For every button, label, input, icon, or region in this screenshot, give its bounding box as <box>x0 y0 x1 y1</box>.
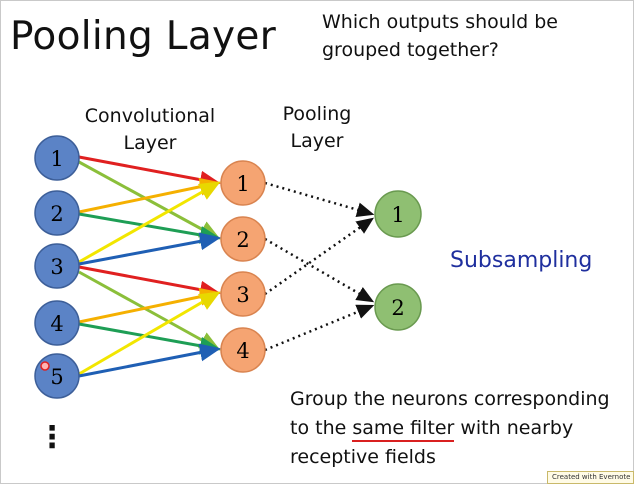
input-node-4-label: 4 <box>50 312 63 336</box>
edge-in1-conv2 <box>78 160 221 240</box>
edge-in2-conv1 <box>78 177 221 214</box>
grouping-explanation: Group the neurons corresponding to the s… <box>290 385 630 472</box>
slide-question: Which outputs should be grouped together… <box>322 11 558 61</box>
conv-node-4-label: 4 <box>236 339 249 363</box>
pooling-layer-label: Pooling Layer <box>282 103 352 152</box>
convolutional-layer-label: Convolutional Layer <box>84 105 216 154</box>
pool-nodes: 1 2 <box>374 190 422 331</box>
same-filter-emphasis: same filter <box>352 414 454 443</box>
edge-conv3-pool1 <box>264 217 375 296</box>
conv-node-1-label: 1 <box>236 172 249 196</box>
edge-in4-conv4 <box>78 322 221 355</box>
pool-edges <box>264 181 375 352</box>
edge-in3-conv1 <box>78 181 221 264</box>
pool-node-2-label: 2 <box>391 296 404 320</box>
input-node-2: 2 <box>34 190 80 236</box>
input-node-2-label: 2 <box>50 202 63 226</box>
input-node-1-label: 1 <box>50 147 63 171</box>
input-node-1: 1 <box>34 135 80 181</box>
evernote-badge: Created with Evernote <box>547 471 634 484</box>
subsampling-label: Subsampling <box>450 248 593 273</box>
edge-in3-conv2 <box>78 232 221 266</box>
pool-node-1: 1 <box>374 190 422 238</box>
input-nodes: 1 2 3 4 5 <box>34 135 80 399</box>
edge-in3-conv4 <box>78 270 221 351</box>
conv-node-3-label: 3 <box>236 283 249 307</box>
edge-in3-conv3 <box>78 265 221 299</box>
conv-node-3: 3 <box>220 271 266 317</box>
pool-node-2: 2 <box>374 283 422 331</box>
edge-in4-conv3 <box>78 287 221 324</box>
edge-conv4-pool2 <box>264 304 375 352</box>
slide-title: Pooling Layer <box>10 14 277 59</box>
conv-node-2: 2 <box>220 216 266 262</box>
conv-edges <box>78 155 221 378</box>
cursor-dot-icon <box>40 361 50 371</box>
explanation-text-before: Group the neurons corresponding to the <box>290 388 610 439</box>
conv-node-2-label: 2 <box>236 228 249 252</box>
conv-node-4: 4 <box>220 327 266 373</box>
input-node-3-label: 3 <box>50 255 63 279</box>
explanation-text-after: with nearby receptive fields <box>290 417 574 468</box>
input-node-5: 5 <box>34 353 80 399</box>
edge-conv2-pool2 <box>264 237 375 303</box>
conv-nodes: 1 2 3 4 <box>220 160 266 373</box>
edge-in5-conv3 <box>78 291 221 376</box>
input-node-3: 3 <box>34 243 80 289</box>
pool-node-1-label: 1 <box>391 203 404 227</box>
edge-in1-conv1 <box>78 155 221 189</box>
input-node-4: 4 <box>34 300 80 346</box>
input-node-5-label: 5 <box>50 365 63 389</box>
conv-node-1: 1 <box>220 160 266 206</box>
edge-in2-conv2 <box>78 212 221 244</box>
more-nodes-ellipsis: ⋮ <box>37 420 67 455</box>
edge-conv1-pool1 <box>264 181 375 218</box>
edge-in5-conv4 <box>78 343 221 378</box>
